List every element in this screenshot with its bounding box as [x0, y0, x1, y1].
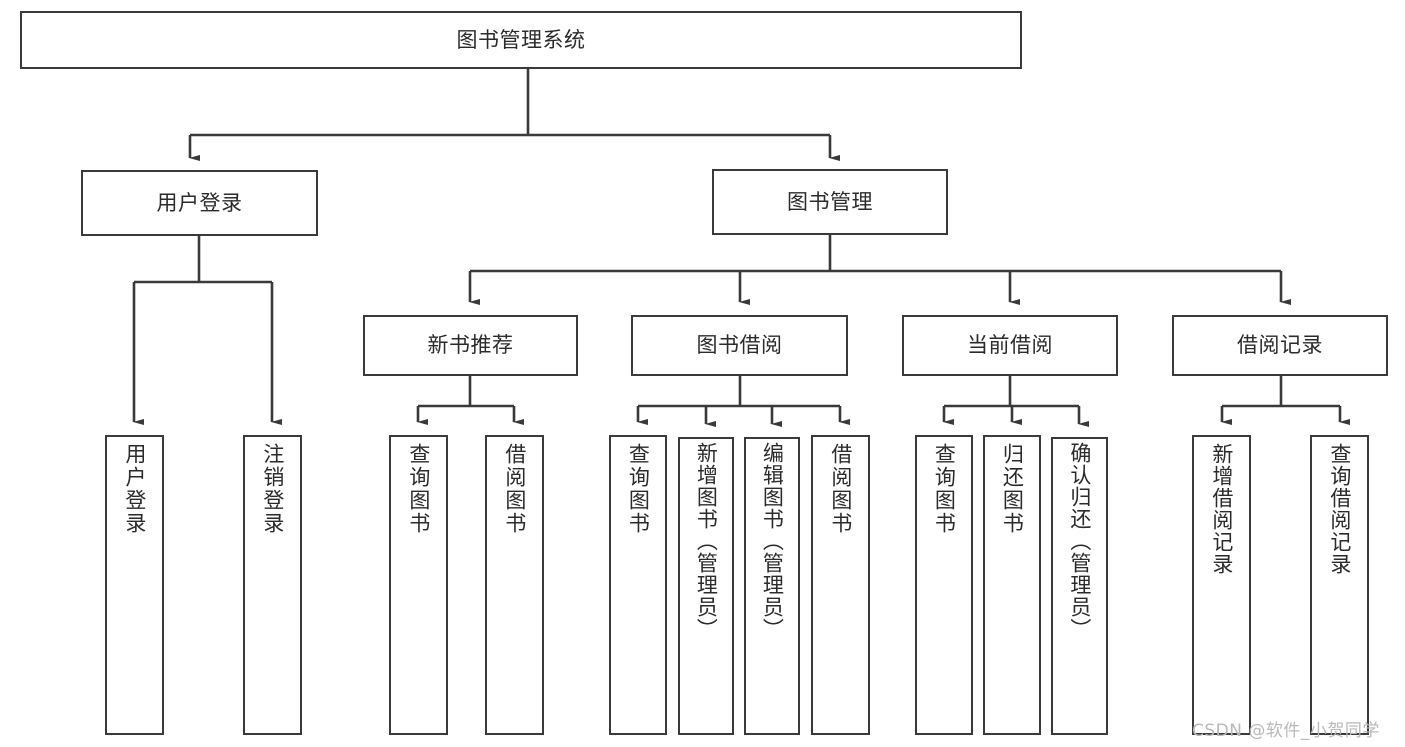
node-leaf-borrow-book-2-label: 借阅图书: [828, 443, 853, 535]
node-root-label: 图书管理系统: [456, 27, 586, 52]
node-leaf-logout-label: 注销登录: [260, 443, 285, 535]
node-leaf-confirm-return-label: 确认归还（管理员）: [1067, 442, 1092, 640]
node-user-login-label: 用户登录: [156, 190, 243, 215]
node-leaf-add-book-label: 新增图书（管理员）: [694, 442, 719, 640]
node-leaf-logout[interactable]: 注销登录: [243, 435, 302, 735]
node-leaf-return-book[interactable]: 归还图书: [983, 435, 1041, 735]
node-book-borrow-label: 图书借阅: [696, 333, 783, 358]
node-leaf-user-login[interactable]: 用户登录: [105, 435, 164, 735]
node-leaf-add-book[interactable]: 新增图书（管理员）: [678, 437, 734, 735]
node-leaf-query-book-1[interactable]: 查询图书: [389, 435, 448, 735]
node-book-manage-label: 图书管理: [787, 189, 873, 214]
node-leaf-edit-book[interactable]: 编辑图书（管理员）: [744, 437, 800, 735]
node-new-book-rec-label: 新书推荐: [427, 333, 514, 358]
node-leaf-borrow-book-1-label: 借阅图书: [502, 443, 527, 535]
node-leaf-query-book-3-label: 查询图书: [932, 443, 957, 535]
node-leaf-user-login-label: 用户登录: [122, 443, 147, 535]
node-book-borrow[interactable]: 图书借阅: [631, 315, 848, 376]
node-leaf-borrow-book-2[interactable]: 借阅图书: [811, 435, 870, 735]
node-leaf-query-record[interactable]: 查询借阅记录: [1310, 435, 1369, 735]
node-leaf-query-book-2[interactable]: 查询图书: [609, 435, 667, 735]
node-book-manage[interactable]: 图书管理: [712, 169, 948, 235]
node-new-book-rec[interactable]: 新书推荐: [363, 315, 578, 376]
node-root[interactable]: 图书管理系统: [20, 11, 1022, 69]
node-leaf-return-book-label: 归还图书: [1000, 443, 1025, 535]
node-borrow-record-label: 借阅记录: [1237, 333, 1323, 358]
node-leaf-add-record-label: 新增借阅记录: [1209, 443, 1234, 575]
node-leaf-query-book-1-label: 查询图书: [406, 443, 431, 535]
node-leaf-edit-book-label: 编辑图书（管理员）: [760, 442, 785, 640]
node-current-borrow[interactable]: 当前借阅: [902, 315, 1118, 376]
node-user-login[interactable]: 用户登录: [81, 170, 318, 236]
node-leaf-borrow-book-1[interactable]: 借阅图书: [485, 435, 544, 735]
node-leaf-query-book-2-label: 查询图书: [626, 443, 651, 535]
node-borrow-record[interactable]: 借阅记录: [1172, 315, 1388, 376]
node-leaf-add-record[interactable]: 新增借阅记录: [1192, 435, 1251, 735]
node-leaf-confirm-return[interactable]: 确认归还（管理员）: [1051, 437, 1108, 735]
node-current-borrow-label: 当前借阅: [967, 333, 1053, 358]
node-leaf-query-book-3[interactable]: 查询图书: [915, 435, 973, 735]
node-leaf-query-record-label: 查询借阅记录: [1327, 443, 1352, 575]
watermark-csdn: CSDN @软件_小贺同学: [1192, 721, 1380, 741]
